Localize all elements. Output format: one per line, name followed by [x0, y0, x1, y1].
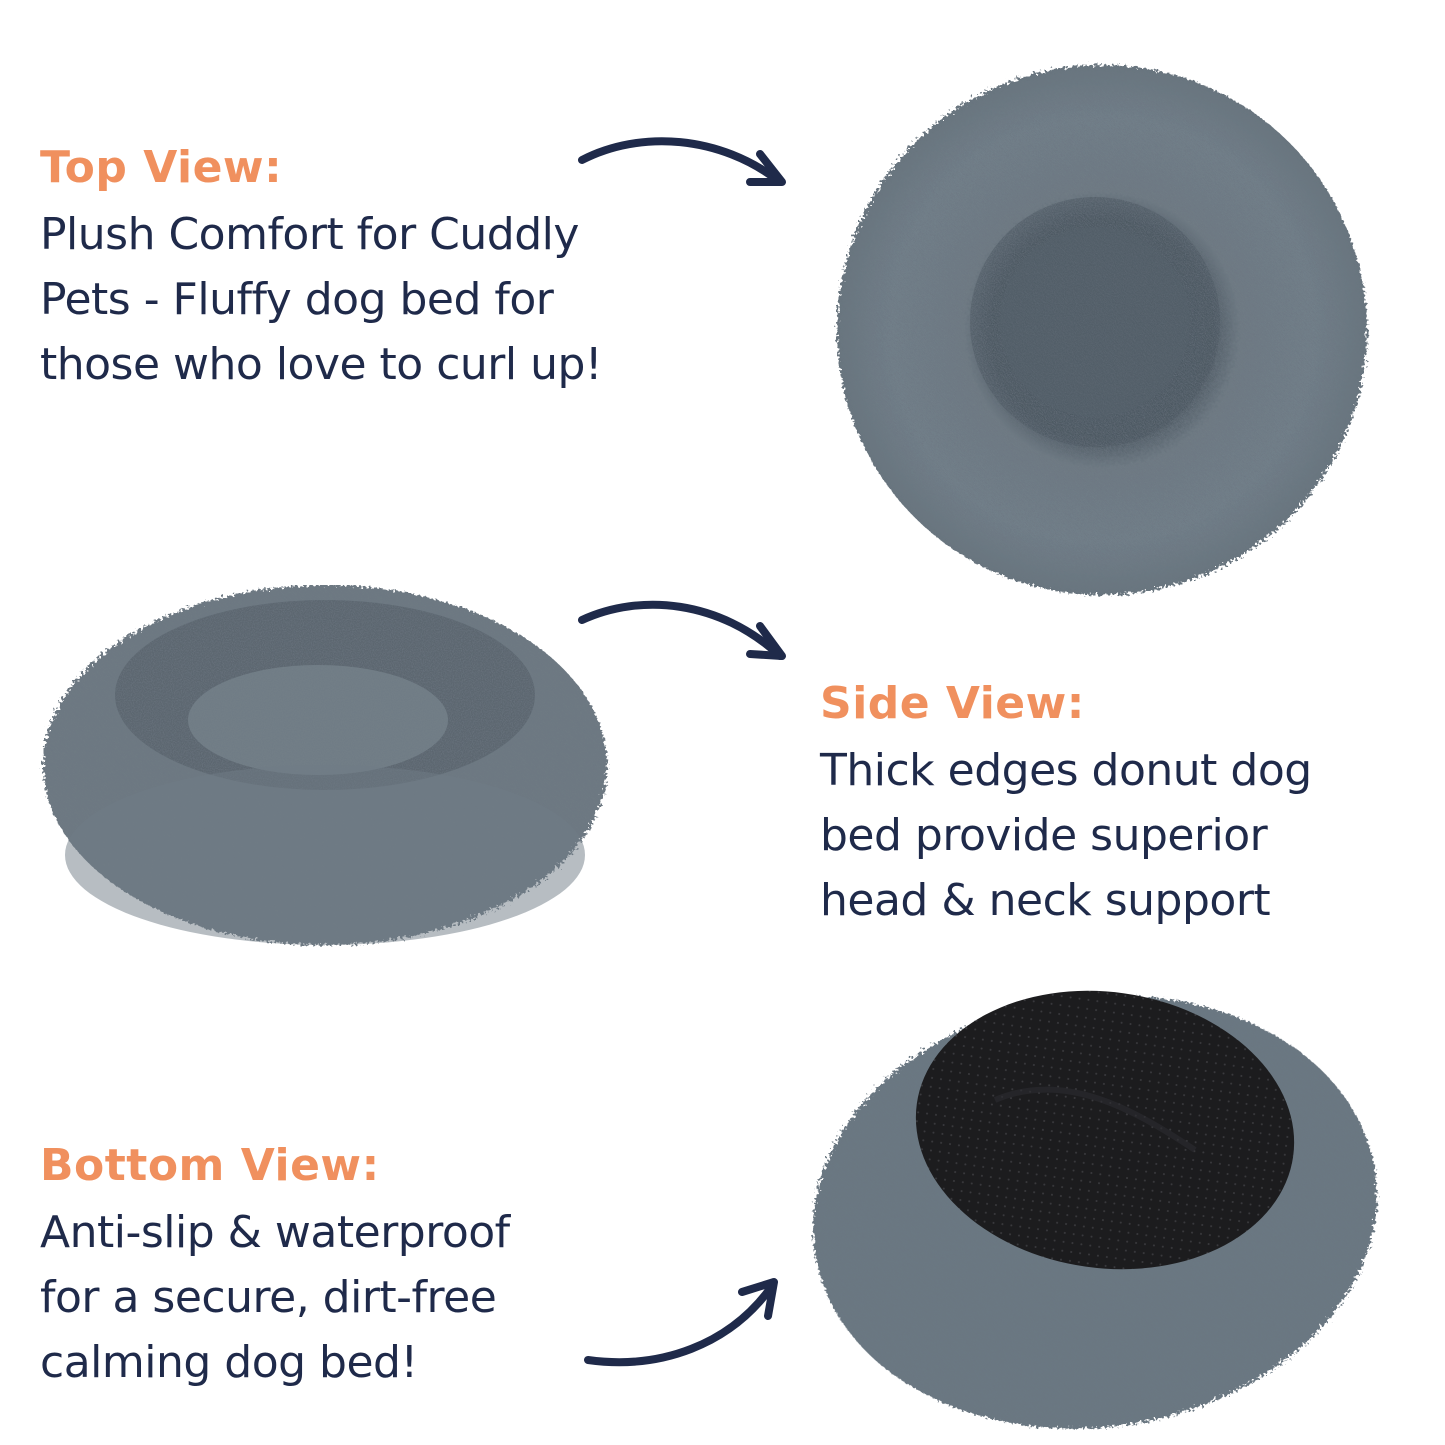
curved-arrow-right-icon: [578, 600, 786, 660]
bottom-view-line-2: for a secure, dirt-free: [40, 1272, 497, 1323]
top-view-heading: Top View:: [40, 142, 283, 193]
side-view-line-2: bed provide superior: [820, 810, 1268, 861]
side-view-heading: Side View:: [820, 678, 1085, 729]
donut-bed-top-view-image: [837, 65, 1367, 595]
donut-bed-bottom-view-image: [813, 990, 1377, 1429]
curved-arrow-up-right-icon: [584, 1278, 778, 1367]
bottom-view-line-3: calming dog bed!: [40, 1337, 418, 1388]
top-view-section: Top View: Plush Comfort for Cuddly Pets …: [40, 142, 603, 397]
bottom-view-line-1: Anti-slip & waterproof: [40, 1207, 510, 1258]
side-view-line-1: Thick edges donut dog: [820, 745, 1312, 796]
side-view-section: Side View: Thick edges donut dog bed pro…: [820, 678, 1312, 933]
bottom-view-section: Bottom View: Anti-slip & waterproof for …: [40, 1140, 510, 1395]
top-view-line-2: Pets - Fluffy dog bed for: [40, 274, 554, 325]
side-view-line-3: head & neck support: [820, 875, 1271, 926]
curved-arrow-right-icon: [578, 137, 786, 186]
bottom-view-heading: Bottom View:: [40, 1140, 380, 1191]
top-view-line-3: those who love to curl up!: [40, 339, 603, 390]
donut-bed-side-view-image: [43, 585, 607, 945]
top-view-line-1: Plush Comfort for Cuddly: [40, 209, 579, 260]
